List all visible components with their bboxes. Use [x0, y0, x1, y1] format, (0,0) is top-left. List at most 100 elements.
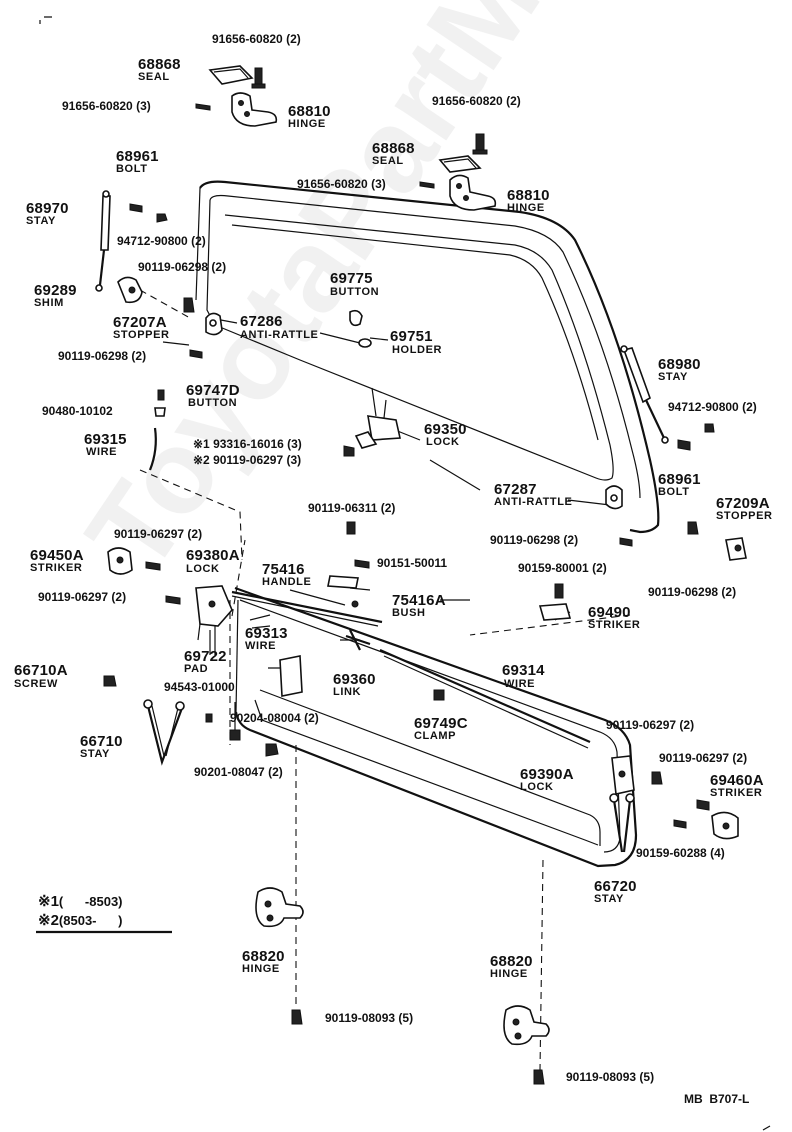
bolt-icon — [533, 1069, 545, 1085]
part-label-90159-60288: 90159-60288 (4) — [636, 846, 725, 860]
corner-mark — [762, 1125, 771, 1131]
bolt-icon — [472, 133, 488, 155]
seal-68868 — [208, 65, 254, 85]
part-name-stay: STAY — [80, 748, 110, 760]
part-label-90201-08047: 90201-08047 (2) — [194, 765, 283, 779]
part-name-handle: HANDLE — [262, 576, 312, 588]
part-number-69722: 69722 — [184, 648, 227, 665]
part-number-67286: 67286 — [240, 313, 283, 330]
lock-69390a — [611, 755, 635, 795]
part-label-94543-01000: 94543-01000 — [164, 680, 235, 694]
part-label-90119-06298: 90119-06298 (2) — [490, 533, 579, 547]
bolt-icon — [354, 559, 370, 569]
part-name-anti-rattle: ANTI-RATTLE — [494, 496, 573, 508]
part-number-66710a: 66710A — [14, 662, 68, 679]
legend-row-1: ※1( -8503) — [38, 894, 123, 909]
part-number-69315: 69315 — [84, 431, 127, 448]
part-name-striker: STRIKER — [710, 787, 763, 799]
seal-68868 — [438, 155, 482, 173]
part-number-75416: 75416 — [262, 561, 305, 578]
legend-mark: ※1 — [38, 893, 59, 910]
bolt-icon — [619, 537, 633, 547]
gas-stay-68970 — [95, 190, 111, 292]
part-label-90119-06311: 90119-06311 (2) — [308, 501, 396, 515]
part-number-67209a: 67209A — [716, 495, 770, 512]
part-name-stay: STAY — [26, 215, 56, 227]
holder-69751 — [358, 338, 372, 348]
bolt-icon — [291, 1009, 303, 1025]
part-label-90159-80001: 90159-80001 (2) — [518, 561, 607, 575]
part-name-hinge: HINGE — [507, 202, 545, 214]
upper-back-door — [195, 180, 660, 534]
part-name-stay: STAY — [658, 371, 688, 383]
bush-75416a — [351, 600, 359, 608]
corner-mark — [39, 16, 52, 24]
part-label-90480-10102: 90480-10102 — [42, 404, 113, 418]
part-name-link: LINK — [333, 686, 362, 698]
part-number-69314: 69314 — [502, 662, 545, 679]
part-name-wire: WIRE — [504, 678, 536, 690]
lower-back-door — [234, 586, 638, 868]
part-name-bush: BUSH — [392, 607, 426, 619]
leader-line — [139, 289, 191, 319]
bolt-icon — [673, 819, 687, 829]
part-number-69749c: 69749C — [414, 715, 468, 732]
leader-line — [539, 859, 544, 1071]
screw-66710a — [103, 675, 117, 687]
part-name-holder: HOLDER — [392, 344, 443, 356]
part-name-screw: SCREW — [14, 678, 58, 690]
part-name-shim: SHIM — [34, 297, 64, 309]
nut-icon — [704, 423, 715, 433]
anti-rattle-67286 — [205, 312, 223, 336]
part-number-68820: 68820 — [242, 948, 285, 965]
part-number-66720: 66720 — [594, 878, 637, 895]
part-name-bolt: BOLT — [116, 163, 148, 175]
part-number-67287: 67287 — [494, 481, 537, 498]
anti-rattle-67287 — [605, 485, 623, 510]
part-number-69360: 69360 — [333, 671, 376, 688]
part-number-69289: 69289 — [34, 282, 77, 299]
bolt-icon — [129, 203, 143, 213]
bolt-icon — [554, 583, 564, 599]
diagram-code: MB B707-L — [684, 1092, 750, 1106]
part-name-clamp: CLAMP — [414, 730, 457, 742]
part-label-91656-60820: 91656-60820 (2) — [212, 32, 301, 46]
part-number-68970: 68970 — [26, 200, 69, 217]
clamp-69749c — [433, 689, 445, 701]
bolt-icon — [419, 181, 435, 189]
part-name-button: BUTTON — [188, 397, 238, 409]
link-69360 — [345, 629, 371, 651]
wire-69313 — [231, 590, 383, 627]
nut-icon — [156, 213, 168, 223]
part-name-wire: WIRE — [86, 446, 118, 458]
nut-icon — [265, 743, 279, 757]
part-name-lock: LOCK — [186, 563, 220, 575]
part-label-94712-90800: 94712-90800 (2) — [117, 234, 206, 248]
part-label-93316-16016: ※1 93316-16016 (3) — [193, 437, 302, 451]
handle-75416 — [327, 575, 359, 589]
lock-69350 — [343, 387, 401, 457]
part-number-69313: 69313 — [245, 625, 288, 642]
legend-row-2: ※2(8503- ) — [38, 913, 123, 928]
part-name-wire: WIRE — [245, 640, 277, 652]
hinge-68810 — [449, 174, 497, 211]
legend-range: ( -8503) — [58, 894, 123, 909]
part-number-68961: 68961 — [658, 471, 701, 488]
part-number-69460a: 69460A — [710, 772, 764, 789]
leader-line — [469, 614, 631, 636]
legend-mark: ※2 — [38, 912, 59, 929]
leader-line — [139, 469, 243, 561]
part-number-69350: 69350 — [424, 421, 467, 438]
part-number-69747d: 69747D — [186, 382, 240, 399]
part-label-90119-06298: 90119-06298 (2) — [58, 349, 147, 363]
part-name-stopper: STOPPER — [716, 510, 773, 522]
part-label-90119-06297: 90119-06297 (2) — [114, 527, 203, 541]
hinge-68810 — [231, 92, 278, 127]
part-number-68868: 68868 — [138, 56, 181, 73]
button-69747d — [157, 389, 165, 401]
part-name-hinge: HINGE — [288, 118, 326, 130]
washer-icon — [229, 729, 241, 741]
part-number-69490: 69490 — [588, 604, 631, 621]
clip-90480-10102 — [154, 407, 166, 417]
